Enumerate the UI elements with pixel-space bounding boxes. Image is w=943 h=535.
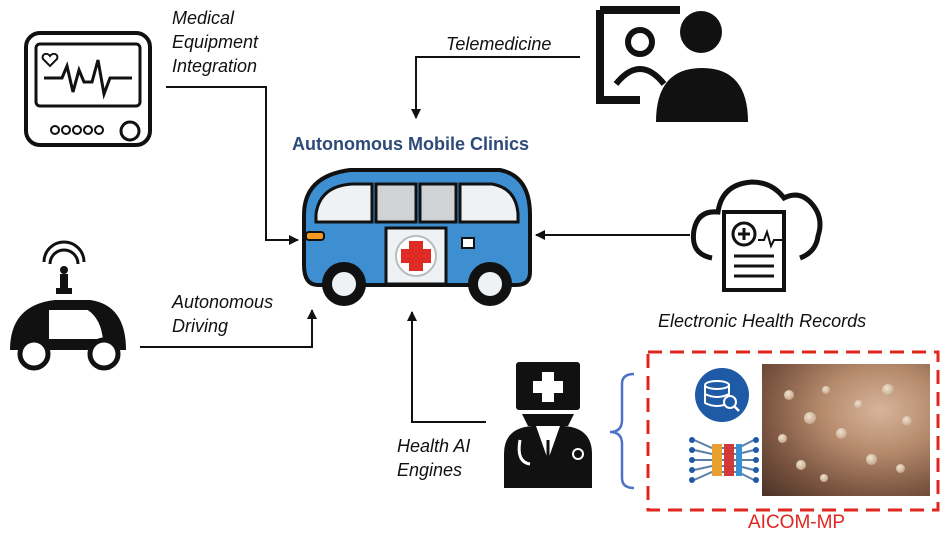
blue-bracket	[609, 372, 635, 490]
arrow-medical-to-van	[166, 86, 299, 245]
neural-network-icon	[689, 437, 759, 483]
label-autonomous-driving: Autonomous Driving	[172, 290, 273, 338]
monkeypox-skin-photo	[762, 364, 930, 496]
telemedicine-doctor-icon	[596, 6, 748, 122]
mobile-clinic-van-icon	[302, 168, 532, 306]
diagram-title: Autonomous Mobile Clinics	[292, 134, 529, 154]
connector-arrows	[140, 56, 690, 423]
ai-doctor-icon	[504, 362, 592, 488]
database-search-icon	[695, 368, 749, 422]
label-line: Medical	[172, 8, 235, 28]
label-medical-equipment: Medical Equipment Integration	[172, 6, 258, 78]
label-line: Engines	[397, 460, 463, 480]
label-line: Integration	[172, 56, 258, 76]
label-line: Health AI	[397, 436, 471, 456]
label-line: Equipment	[172, 32, 259, 52]
label-telemedicine: Telemedicine	[446, 34, 552, 54]
arrow-driving-to-van	[140, 309, 317, 348]
arrow-telemedicine-to-van	[411, 56, 580, 119]
health-records-cloud-icon	[690, 179, 823, 292]
label-line: Autonomous	[172, 292, 274, 312]
aicom-dashed-box	[646, 350, 940, 512]
label-aicom-mp: AICOM-MP	[748, 512, 846, 533]
label-electronic-health-records: Electronic Health Records	[658, 311, 867, 331]
arrow-ai-to-van	[407, 311, 486, 423]
autonomous-car-icon	[10, 240, 126, 371]
label-health-ai-engines: Health AI Engines	[397, 434, 470, 482]
heart-monitor-icon	[24, 31, 152, 147]
label-line: Driving	[172, 316, 229, 336]
